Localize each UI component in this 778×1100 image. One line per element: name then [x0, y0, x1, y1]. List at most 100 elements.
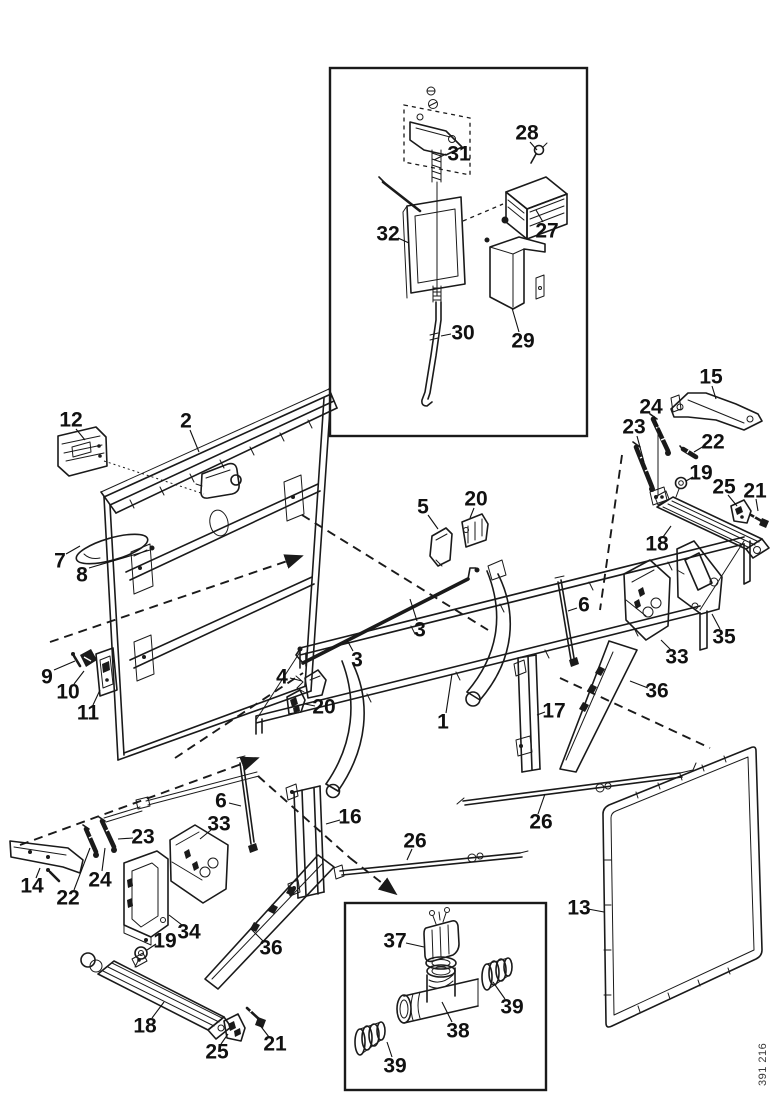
callout-leader-25 [220, 1033, 229, 1045]
callout-30: 30 [451, 322, 474, 345]
callout-leader-33 [199, 829, 212, 840]
callout-36: 36 [645, 680, 668, 703]
callout-22: 22 [56, 887, 79, 910]
callout-leader-18 [151, 1001, 165, 1019]
callout-leader-1 [445, 673, 453, 714]
callout-leader-36 [629, 680, 649, 689]
part-21-bolt-right [749, 513, 769, 528]
callout-leader-6 [567, 607, 578, 612]
callout-20: 20 [464, 488, 487, 511]
part-22-pin-right [679, 445, 699, 460]
callout-33: 33 [207, 813, 230, 836]
callout-leader-30 [440, 333, 452, 337]
callout-21: 21 [743, 480, 767, 503]
callout-38: 38 [446, 1020, 470, 1043]
callout-39: 39 [383, 1055, 406, 1078]
callout-leader-12 [75, 428, 86, 441]
part-16-channel [285, 783, 325, 899]
top-rail [100, 388, 338, 514]
callout-leader-9 [53, 660, 76, 671]
part-13-panel-frame [602, 746, 763, 1028]
callout-leader-27 [535, 209, 544, 223]
callout-leader-3 [409, 598, 418, 622]
callout-leader-7 [65, 545, 81, 555]
callout-leader-10 [73, 670, 85, 685]
callout-leader-17 [536, 711, 546, 716]
part-35-plate [676, 540, 723, 615]
callout-leader-23 [636, 435, 645, 463]
callout-37: 37 [383, 930, 406, 953]
part-37-valve [423, 907, 460, 970]
callout-1: 1 [437, 711, 449, 734]
callout-18: 18 [133, 1015, 157, 1038]
callout-10: 10 [56, 681, 79, 704]
callout-leader-22 [73, 847, 91, 891]
callout-leader-36 [250, 928, 264, 942]
part-32-channel-bracket [402, 196, 466, 299]
part-33-bracket-left [169, 824, 229, 904]
callout-leader-24 [653, 415, 662, 437]
torsion-link-rod [103, 771, 260, 823]
callout-4: 4 [276, 666, 288, 689]
part-27-actuator [462, 176, 568, 243]
callout-23: 23 [131, 826, 154, 849]
callout-leader-37 [405, 942, 425, 948]
callout-leader-19 [685, 476, 694, 482]
part-25-bracket-left [223, 1013, 246, 1042]
part-26-rod-right [456, 762, 697, 806]
callout-leader-28 [529, 141, 538, 151]
callout-3: 3 [351, 649, 363, 672]
assembly-line [301, 514, 489, 631]
callout-leader-29 [511, 307, 520, 333]
callout-leader-26 [406, 848, 413, 861]
callout-19: 19 [153, 930, 176, 953]
part-25-bracket-right [730, 499, 752, 524]
callout-leader-18 [662, 525, 672, 538]
callout-leader-34 [168, 914, 183, 926]
callout-32: 32 [376, 223, 399, 246]
callout-26: 26 [403, 830, 426, 853]
callout-leader-24 [101, 847, 106, 872]
part-18-cylinder-right [654, 490, 770, 559]
callout-leader-20 [304, 703, 316, 707]
lift-arm-right [465, 559, 512, 707]
callout-leader-39 [492, 981, 506, 1000]
part-39-connector-left [354, 1021, 386, 1056]
part-30-rod [421, 285, 442, 407]
panel-frame [103, 393, 332, 761]
part-20-clamp-lower [286, 689, 306, 715]
callout-18: 18 [645, 533, 669, 556]
part-14-channel [9, 840, 84, 883]
detail-inset-bottom [343, 901, 548, 1092]
callout-19: 19 [689, 462, 712, 485]
part-29-cover-bracket [489, 236, 546, 310]
callout-leader-22 [693, 445, 705, 453]
part-18-cylinder-left [80, 952, 232, 1040]
callout-2: 2 [180, 410, 192, 433]
parts-9-10-11-latch-hardware [71, 647, 118, 697]
callout-leader-32 [397, 237, 410, 244]
part-12-striker-plate [57, 426, 205, 495]
callout-leader-25 [727, 494, 738, 507]
callout-leader-11 [92, 689, 101, 706]
assembly-line [559, 677, 711, 749]
part-38-t-fitting [396, 964, 479, 1024]
part-31-bracket [378, 86, 471, 297]
door-panel-assembly [19, 388, 338, 846]
callout-26: 26 [529, 811, 552, 834]
callout-leader-19 [146, 943, 157, 951]
callout-15: 15 [699, 366, 723, 389]
lift-frame [255, 454, 751, 799]
callout-29: 29 [511, 330, 534, 353]
callout-33: 33 [665, 646, 688, 669]
callout-25: 25 [712, 476, 736, 499]
part-22-24-pins-left [82, 816, 117, 858]
part-19-nut-right [649, 431, 688, 506]
part-3-torsion-rod [295, 567, 480, 665]
right-mount-assembly [559, 392, 770, 773]
part-36-gusset-right [559, 640, 638, 773]
callout-8: 8 [76, 564, 88, 587]
callout-16: 16 [338, 806, 361, 829]
callout-14: 14 [20, 875, 44, 898]
